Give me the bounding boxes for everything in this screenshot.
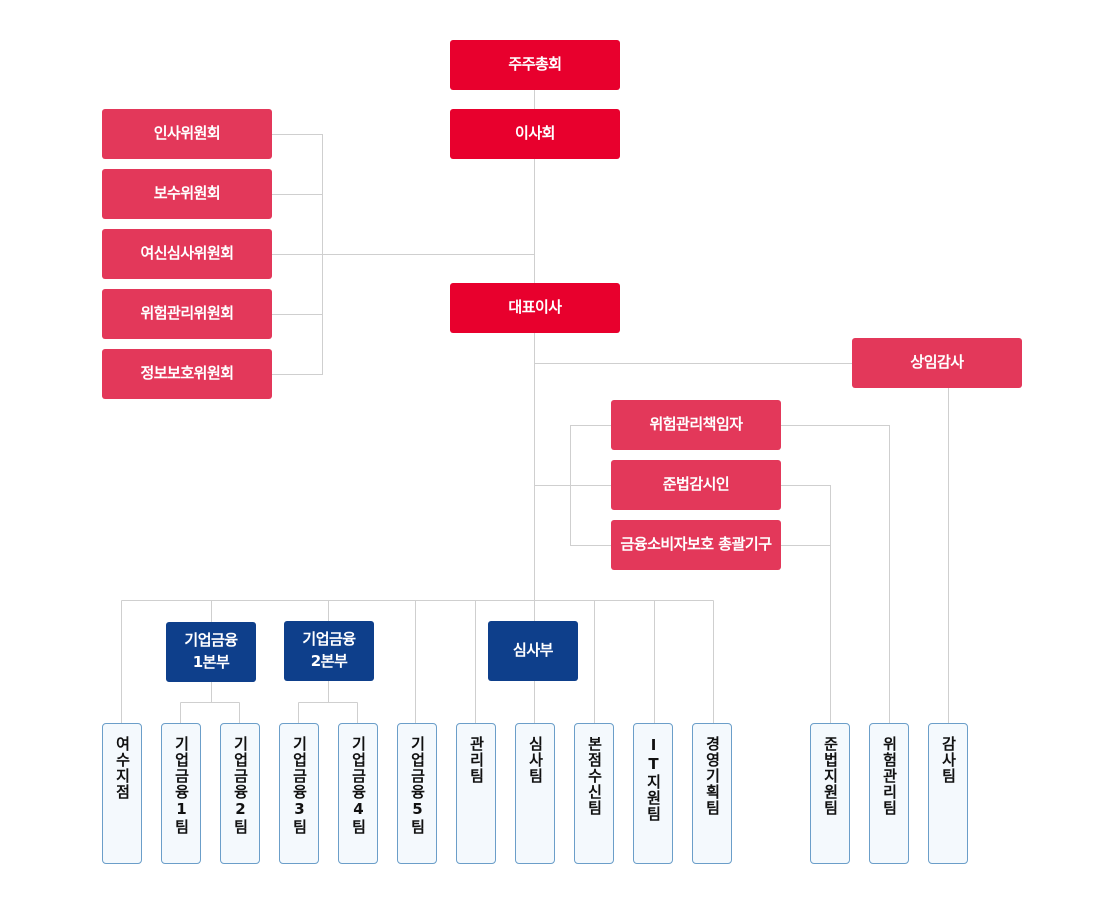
team-head-office-deposit: 본점수신팀 — [574, 723, 614, 864]
team-corporate-finance-1: 기업금융1팀 — [161, 723, 201, 864]
team-audit: 감사팀 — [928, 723, 968, 864]
team-yeosu-branch: 여수지점 — [102, 723, 142, 864]
team-compliance-support: 준법지원팀 — [810, 723, 850, 864]
standing-auditor-box: 상임감사 — [852, 338, 1022, 388]
board-of-directors-box: 이사회 — [450, 109, 620, 159]
team-management-planning: 경영기획팀 — [692, 723, 732, 864]
team-corporate-finance-2: 기업금융2팀 — [220, 723, 260, 864]
ceo-box: 대표이사 — [450, 283, 620, 333]
committee-risk-management: 위험관리위원회 — [102, 289, 272, 339]
team-corporate-finance-5: 기업금융5팀 — [397, 723, 437, 864]
committee-hr: 인사위원회 — [102, 109, 272, 159]
review-department: 심사부 — [488, 621, 578, 681]
team-corporate-finance-4: 기업금융4팀 — [338, 723, 378, 864]
compliance-officer-box: 준법감시인 — [611, 460, 781, 510]
team-risk-management: 위험관리팀 — [869, 723, 909, 864]
team-corporate-finance-3: 기업금융3팀 — [279, 723, 319, 864]
corporate-finance-division-2: 기업금융 2본부 — [284, 621, 374, 681]
committee-information-security: 정보보호위원회 — [102, 349, 272, 399]
team-it-support: IT지원팀 — [633, 723, 673, 864]
consumer-protection-box: 금융소비자보호 총괄기구 — [611, 520, 781, 570]
team-review: 심사팀 — [515, 723, 555, 864]
shareholders-meeting-box: 주주총회 — [450, 40, 620, 90]
committee-credit-review: 여신심사위원회 — [102, 229, 272, 279]
chief-risk-officer-box: 위험관리책임자 — [611, 400, 781, 450]
team-management: 관리팀 — [456, 723, 496, 864]
committee-compensation: 보수위원회 — [102, 169, 272, 219]
corporate-finance-division-1: 기업금융 1본부 — [166, 622, 256, 682]
